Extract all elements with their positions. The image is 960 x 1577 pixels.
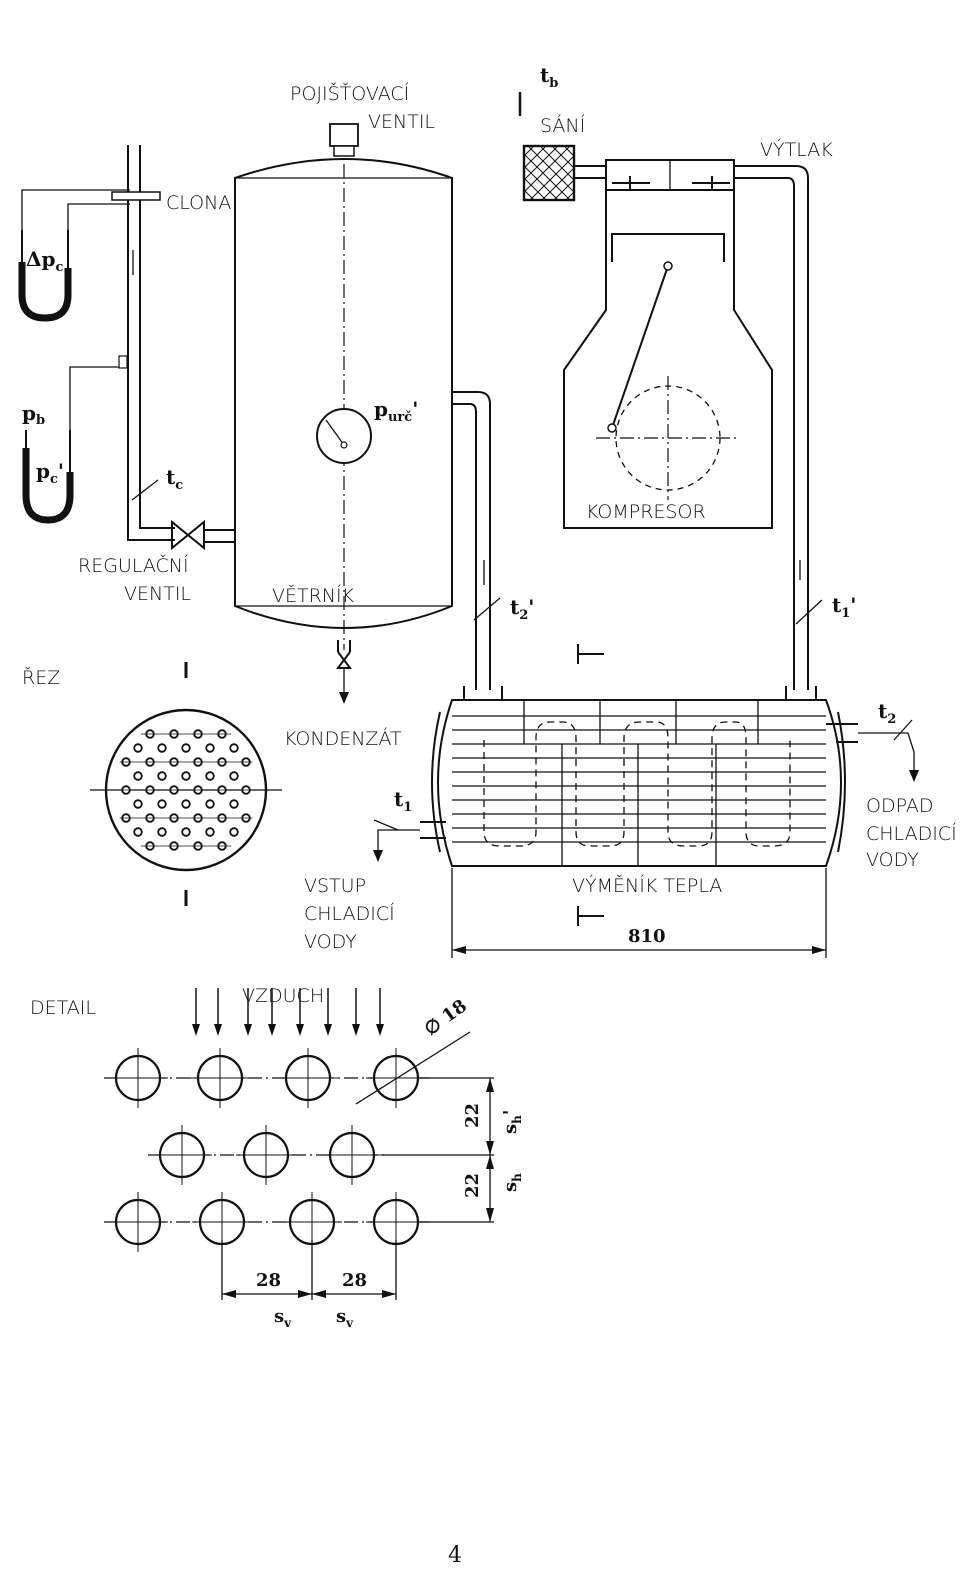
tube-hole [157,743,167,753]
section-mark-top [577,644,604,664]
tube-hole [133,799,143,809]
label-t-c: tc [166,465,183,493]
thermometer-tc [131,479,159,501]
tube-hole [157,771,167,781]
label-air: VZDUCH [242,985,324,1007]
label-p-c: pc' [36,459,64,487]
label-discharge: VÝTLAK [760,138,833,161]
label-t1: t1 [394,787,412,815]
label-s-h: sh [500,1173,524,1192]
manometer-dp-c: Δpc [18,189,130,322]
label-dim-28-b: 28 [342,1270,367,1291]
compressor: KOMPRESOR tb SÁNÍ VÝTLAK [518,63,833,529]
section-mark-bottom [577,906,604,926]
label-p-b: pb [22,401,45,428]
tube-hole [181,771,191,781]
page-number: 4 [448,1543,462,1568]
air-arrow-head [296,1024,304,1036]
cross-section: ŘEZ [22,662,282,906]
tube-hole [229,771,239,781]
label-water-in-1: VSTUP [304,875,366,897]
label-t-b: tb [540,63,558,91]
label-water-out-1: ODPAD [866,795,933,817]
tube-hole [205,743,215,753]
label-s-h-prime: sh' [500,1110,524,1134]
label-water-in-3: VODY [304,931,357,953]
air-arrow-head [214,1024,222,1036]
label-diameter: ∅ 18 [421,995,471,1040]
detail: DETAIL VZDUCH ∅ 18 22 22 sh' sh 28 28 sv… [30,985,524,1330]
inlet-pipe-to-exchanger: t2' [452,391,534,700]
label-orifice: CLONA [166,192,231,214]
safety-valve [329,123,359,147]
tube-hole [205,799,215,809]
label-dim-22-b: 22 [462,1173,483,1198]
air-arrow-head [268,1024,276,1036]
tube-hole [157,799,167,809]
label-length-810: 810 [628,926,666,947]
tube-hole [157,827,167,837]
air-arrow-head [192,1024,200,1036]
pressure-gauge [316,408,372,464]
label-water-out-3: VODY [866,849,919,871]
label-suction: SÁNÍ [540,114,585,137]
thermometer-t1-prime [795,599,823,625]
air-arrow-head [352,1024,360,1036]
detail-tubes [104,1048,430,1252]
label-reg-valve-2: VENTIL [124,583,191,605]
label-air-vessel: VĚTRNÍK [272,584,355,607]
label-t1-prime: t1' [832,593,856,621]
tube-hole [229,743,239,753]
drain-valve [336,651,352,669]
regulating-valve [171,519,205,551]
tube-hole [181,827,191,837]
label-safety-valve-2: VENTIL [368,111,435,133]
label-t2-prime: t2' [510,595,534,623]
air-vessel: POJIŠŤOVACÍ VENTIL purč' VĚTRNÍK KONDENZ… [234,81,453,750]
tube-hole [205,771,215,781]
label-water-in-2: CHLADICÍ [304,902,395,925]
tube-hole [229,799,239,809]
label-dim-28-a: 28 [256,1270,281,1291]
thermometer-t2 [893,719,913,741]
label-compressor: KOMPRESOR [586,501,706,523]
orifice-plate [111,191,161,201]
label-safety-valve-1: POJIŠŤOVACÍ [290,81,409,105]
label-heat-exchanger: VÝMĚNÍK TEPLA [572,874,722,897]
label-condensate: KONDENZÁT [284,727,402,750]
air-arrow-head [376,1024,384,1036]
cooling-water-outlet: t2 ODPAD CHLADICÍ VODY [858,699,957,871]
tube-holes [114,729,258,851]
tube-hole [133,743,143,753]
discharge-pipe: t1' [734,165,856,700]
label-detail: DETAIL [30,997,96,1019]
air-line-pipe: CLONA tc REGULAČNÍ VENTIL [78,145,236,605]
air-arrow-head [244,1024,252,1036]
tube-hole [181,799,191,809]
label-p-urc: purč' [374,397,418,425]
manometer-p-c: pb pc' [22,366,120,524]
tube-hole [229,827,239,837]
tube-hole [205,827,215,837]
thermometer-t2-prime [473,597,501,621]
cooling-water-inlet: t1 VSTUP CHLADICÍ VODY [304,787,420,953]
label-water-out-2: CHLADICÍ [866,822,957,845]
tube-hole [133,771,143,781]
label-s-v-a: sv [274,1306,292,1330]
label-s-v-b: sv [336,1306,354,1330]
label-dim-22-a: 22 [462,1103,483,1128]
air-arrow-head [324,1024,332,1036]
air-arrows [192,988,384,1036]
heat-exchanger: VÝMĚNÍK TEPLA 810 [420,699,858,958]
thermometer-t1 [373,819,399,831]
label-dp-c: Δpc [26,247,64,275]
label-t2: t2 [878,699,896,727]
label-reg-valve-1: REGULAČNÍ [78,553,189,577]
tube-hole [181,743,191,753]
tube-hole [133,827,143,837]
label-section: ŘEZ [22,666,60,689]
